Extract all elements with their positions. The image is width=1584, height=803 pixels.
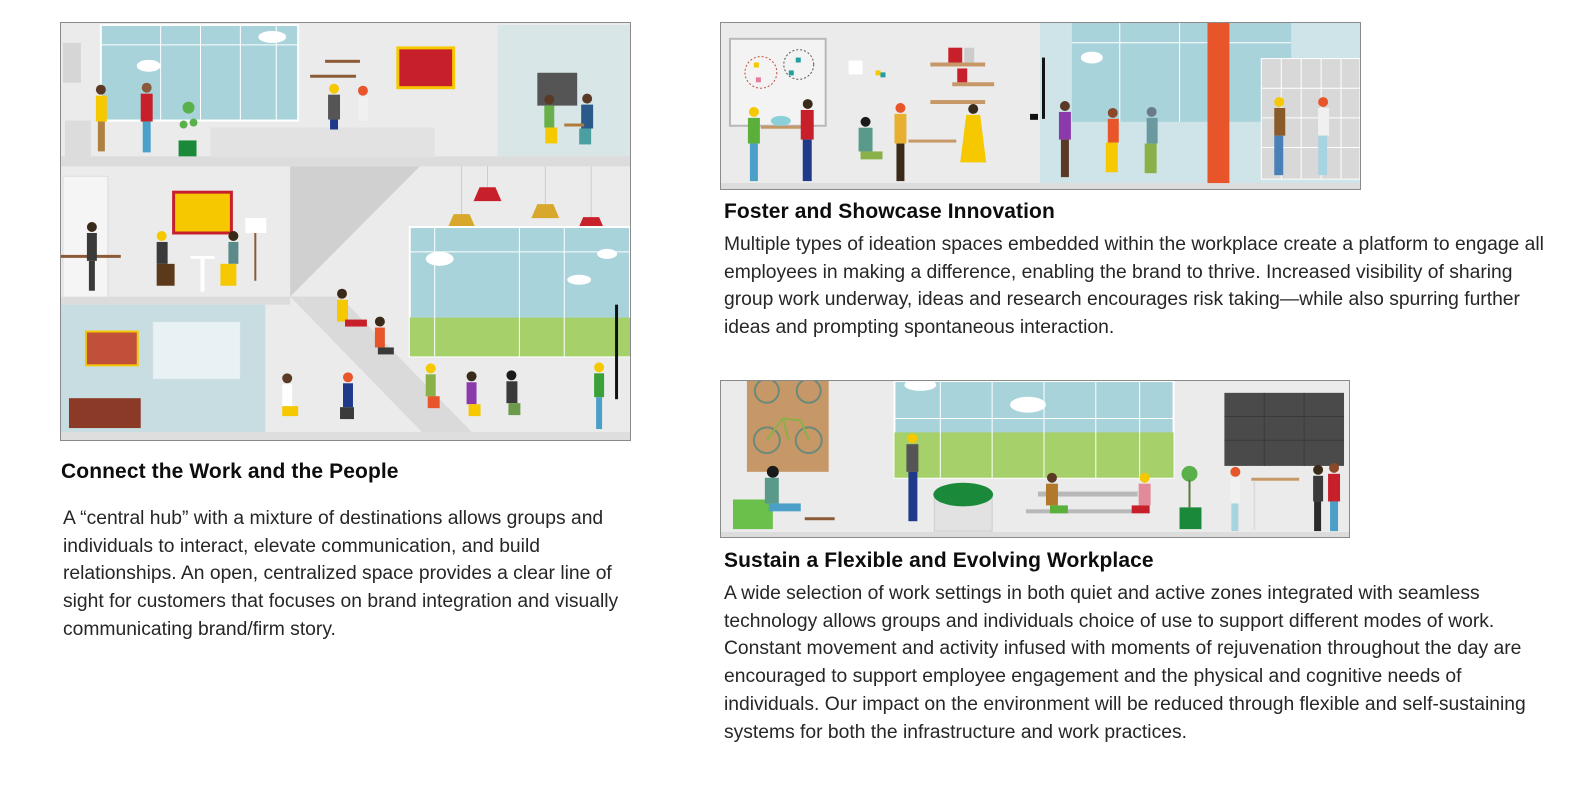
section-title-flexible-workplace: Sustain a Flexible and Evolving Workplac… — [724, 549, 1154, 572]
section-body-connect-work-people: A “central hub” with a mixture of destin… — [63, 508, 619, 640]
section-body-foster-innovation: Multiple types of ideation spaces embedd… — [724, 234, 1544, 339]
flexible-workplace-scene — [721, 381, 1349, 537]
flexible-workplace-illustration — [720, 380, 1350, 538]
section-title-connect-work-people: Connect the Work and the People — [61, 460, 399, 483]
person-figure — [95, 84, 107, 152]
section-title-foster-innovation: Foster and Showcase Innovation — [724, 200, 1055, 223]
office-central-hub-illustration — [60, 22, 631, 441]
section-body-flexible-workplace: A wide selection of work settings in bot… — [724, 583, 1526, 743]
ideation-scene — [721, 23, 1360, 189]
ideation-space-illustration — [720, 22, 1361, 190]
office-hub-scene — [61, 23, 630, 440]
